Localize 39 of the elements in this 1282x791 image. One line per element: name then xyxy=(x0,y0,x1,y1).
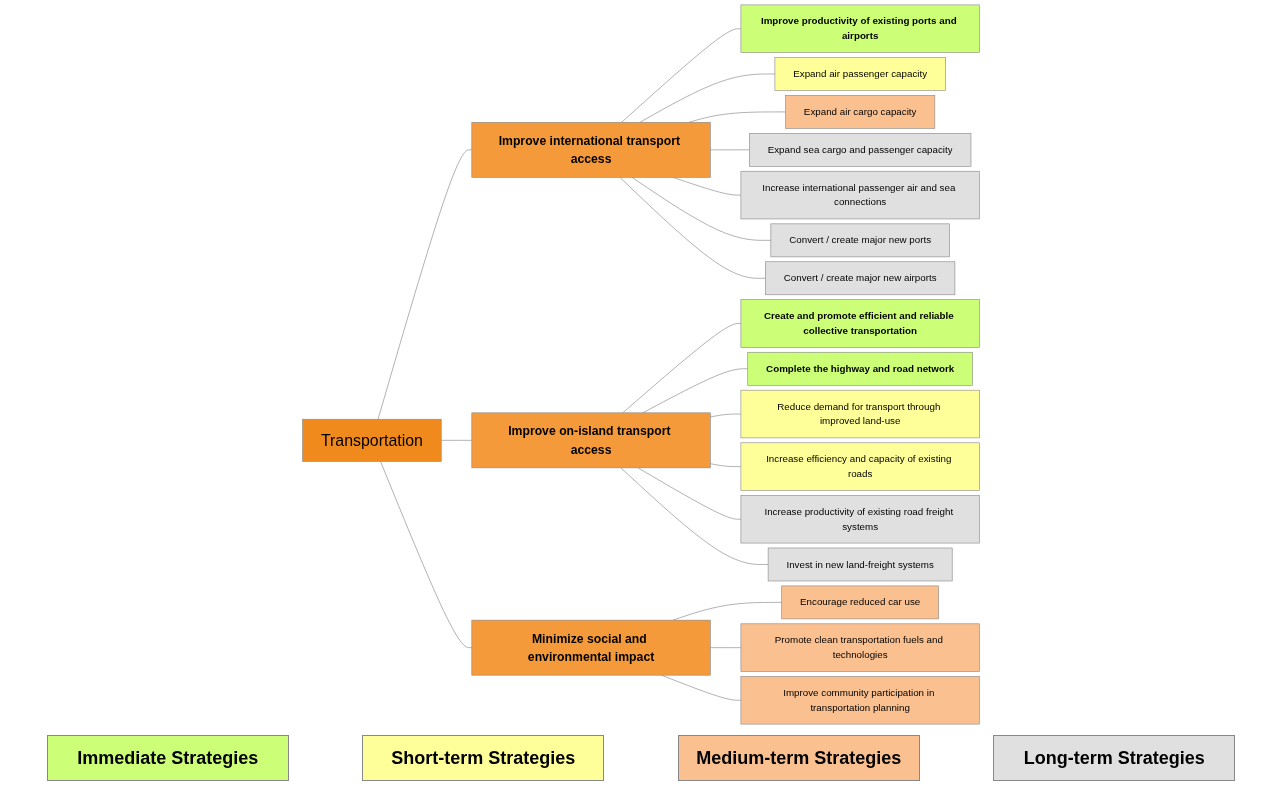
node-box: Expand air passenger capacity xyxy=(774,57,946,91)
node-box: Expand sea cargo and passenger capacity xyxy=(749,133,972,167)
node-box: Increase efficiency and capacity of existing roads xyxy=(740,442,980,491)
connector xyxy=(620,467,769,565)
legend-swatch: Immediate Strategies xyxy=(46,735,289,781)
connector xyxy=(619,177,766,279)
connector xyxy=(710,413,742,418)
connector xyxy=(710,463,742,467)
connector xyxy=(642,368,749,414)
node-box: Increase international passenger air and sea connections xyxy=(740,170,980,220)
connector xyxy=(710,647,742,648)
node-box: Convert / create major new airports xyxy=(765,261,956,296)
node-box: Improve on-island transport access xyxy=(471,412,711,469)
node-box: Transportation xyxy=(302,418,442,462)
legend-swatch: Long-term Strategies xyxy=(993,735,1236,781)
node-box: Increase productivity of existing road freight systems xyxy=(740,495,980,544)
node-box: Improve community participation in transportation planning xyxy=(740,676,980,725)
node-box: Complete the highway and road network xyxy=(747,351,973,386)
connector xyxy=(637,467,742,520)
node-box: Encourage reduced car use xyxy=(781,585,939,620)
connector xyxy=(380,461,473,648)
connector xyxy=(377,149,473,420)
connector xyxy=(631,177,772,241)
connector xyxy=(710,149,750,151)
node-box: Promote clean transportation fuels and technologies xyxy=(740,623,980,672)
legend-swatch: Short-term Strategies xyxy=(362,735,605,781)
node-box: Improve productivity of existing ports and airports xyxy=(740,4,980,53)
node-box: Reduce demand for transport through improved land-use xyxy=(740,389,980,439)
node-box: Improve international transport access xyxy=(471,122,711,178)
connector xyxy=(440,440,473,441)
connector xyxy=(639,73,776,123)
connector xyxy=(622,323,742,414)
node-box: Convert / create major new ports xyxy=(770,223,950,258)
node-box: Invest in new land-freight systems xyxy=(767,547,953,582)
node-box: Expand air cargo capacity xyxy=(785,95,936,129)
node-box: Minimize social and environmental impact xyxy=(471,619,711,676)
node-box: Create and promote efficient and reliable collective transportation xyxy=(740,299,980,348)
legend-swatch: Medium-term Strategies xyxy=(677,735,920,781)
connector xyxy=(621,28,742,123)
